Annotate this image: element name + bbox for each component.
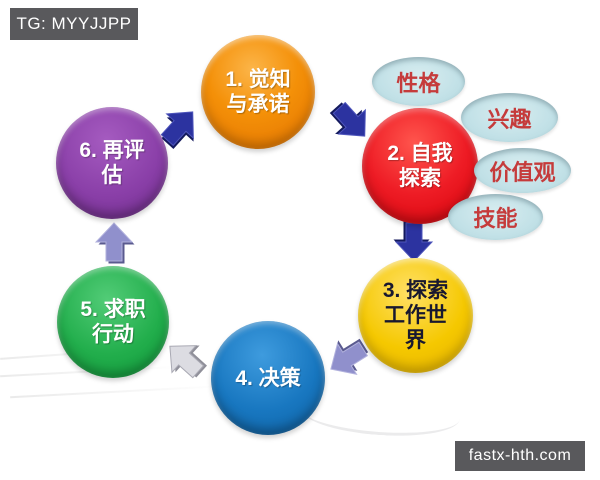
arrow-step5-to-step6 [94,222,135,264]
arrow-step6-to-step1 [160,111,194,150]
arrow-step1-to-step2 [329,101,366,137]
factor-personality: 性格 [372,57,465,106]
factor-label: 价值观 [489,159,556,185]
watermark-top-left: TG: MYYJJPP [10,8,138,40]
cycle-step-6-label: 6. 再评 估 [79,139,145,187]
cycle-step-5-job-search-action: 5. 求职 行动 [57,266,169,378]
factor-values: 价值观 [474,148,571,193]
cycle-step-5-label: 5. 求职 行动 [80,298,146,346]
factor-interest: 兴趣 [461,93,558,142]
background-swoosh [298,386,462,441]
cycle-step-6-reevaluation: 6. 再评 估 [56,107,168,219]
cycle-step-4-decision: 4. 决策 [211,321,325,435]
cycle-step-3-explore-work-world: 3. 探索 工作世 界 [358,258,473,373]
cycle-step-3-label: 3. 探索 工作世 界 [382,279,449,352]
arrow-step3-to-step4 [330,338,369,375]
factor-label: 技能 [473,206,518,231]
watermark-bottom-right: fastx-hth.com [455,441,585,471]
arrow-step4-to-step5 [169,345,208,379]
factor-label: 性格 [396,70,441,96]
cycle-step-1-awareness-commitment: 1. 觉知 与承诺 [201,35,315,149]
factor-label: 兴趣 [487,106,532,132]
cycle-step-4-label: 4. 决策 [235,366,301,390]
cycle-step-2-label: 2. 自我 探索 [387,142,453,190]
factor-skills: 技能 [448,194,543,240]
cycle-step-1-label: 1. 觉知 与承诺 [225,68,291,116]
